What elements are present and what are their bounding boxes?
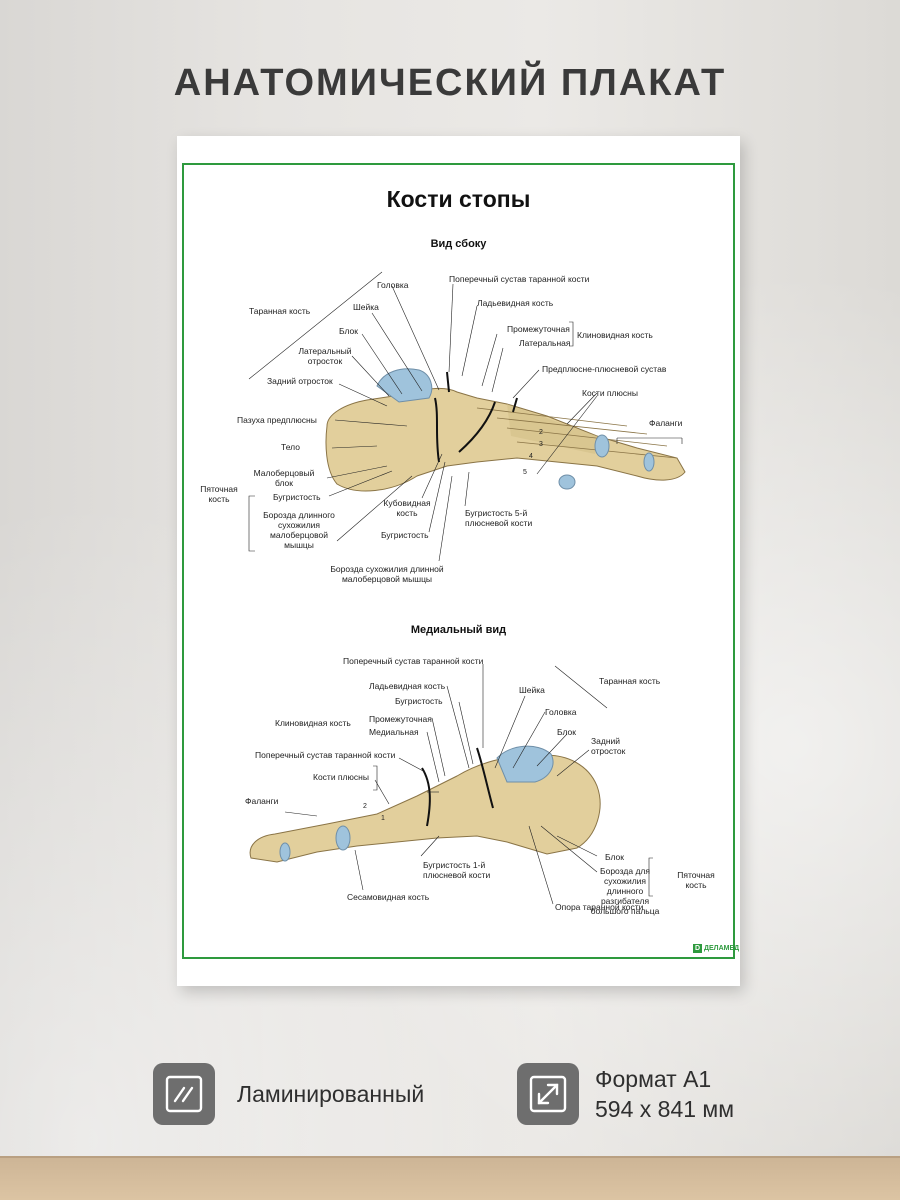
lat-neck-label: Шейка	[353, 302, 379, 312]
svg-text:3: 3	[539, 441, 543, 448]
lat-calcaneus-label: Пяточная кость	[200, 484, 238, 504]
wooden-floor	[0, 1158, 900, 1200]
svg-text:4: 4	[529, 453, 533, 460]
lat-cuboid-label: Кубовидная кость	[383, 498, 431, 518]
lat-body-label: Тело	[281, 442, 300, 452]
med-talus-label: Таранная кость	[599, 676, 661, 686]
poster-green-frame	[182, 163, 735, 959]
lat-lateral-label: Латеральная	[519, 338, 571, 348]
publisher-logo-text: ДЕЛАМЕД	[704, 945, 740, 952]
med-calcaneus-label: Пяточная кость	[677, 870, 715, 890]
medial-foot-bones: 2 1	[249, 745, 601, 863]
medial-foot-illustration: 2 1	[249, 664, 653, 905]
med-metatarsals-label: Кости плюсны	[313, 772, 369, 782]
lat-cuneiform-label: Клиновидная кость	[577, 330, 653, 340]
format-line-2: 594 x 841 мм	[595, 1096, 735, 1122]
laminated-text: Ламинированный	[237, 1081, 425, 1107]
lat-sinus-tarsi-label: Пазуха предплюсны	[237, 415, 317, 425]
med-transverse-joint-label: Поперечный сустав таранной кости	[255, 750, 396, 760]
med-navicular-label: Ладьевидная кость	[369, 681, 446, 691]
feature-laminated: Ламинированный	[153, 1063, 424, 1125]
med-trochlea-label: Блок	[557, 727, 576, 737]
lat-lateral-process-label: Латеральный отросток	[298, 346, 352, 366]
lat-tarsometatarsal-label: Предплюсне-плюсневой сустав	[542, 364, 667, 374]
med-medial-label: Медиальная	[369, 727, 419, 737]
med-sesamoid-label: Сесамовидная кость	[347, 892, 430, 902]
med-intermediate-label: Промежуточная	[369, 714, 432, 724]
lat-groove-tendon-label: Борозда сухожилия длинной малоберцовой м…	[330, 564, 444, 584]
lat-phalanges-label: Фаланги	[649, 418, 683, 428]
medial-leader-lines	[284, 664, 653, 905]
lat-peroneal-trochlea-label: Малоберцовый блок	[253, 468, 315, 488]
med-tuberosity1-label: Бугристость 1-й плюсневой кости	[423, 860, 491, 880]
med-cuneiform-label: Клиновидная кость	[275, 718, 351, 728]
lat-tuberosity2-label: Бугристость	[381, 530, 429, 540]
lat-groove-peroneus-label: Борозда длинного сухожилия малоберцовой …	[263, 510, 335, 550]
lat-tuberosity-label: Бугристость	[273, 492, 321, 502]
lat-intermediate-label: Промежуточная	[507, 324, 570, 334]
med-transverse-joint-top-label: Поперечный сустав таранной кости	[343, 656, 484, 666]
med-neck-label: Шейка	[519, 685, 545, 695]
logo-mark-icon: D	[693, 944, 702, 953]
lat-navicular-label: Ладьевидная кость	[477, 298, 554, 308]
lat-posterior-process-label: Задний отросток	[267, 376, 333, 386]
lat-tuberosity5-label: Бугристость 5-й плюсневой кости	[465, 508, 533, 528]
laminated-icon	[153, 1063, 215, 1125]
med-phalanges-label: Фаланги	[245, 796, 279, 806]
lat-trochlea-label: Блок	[339, 326, 358, 336]
lateral-leader-lines	[248, 271, 683, 562]
poster: Кости стопы Вид сбоку 2 3 4 5	[177, 136, 740, 986]
svg-text:2: 2	[363, 803, 367, 810]
svg-text:2: 2	[539, 429, 543, 436]
med-trochlea2-label: Блок	[605, 852, 624, 862]
poster-title: Кости стопы	[386, 186, 531, 212]
lateral-view-heading: Вид сбоку	[430, 238, 487, 250]
lat-metatarsals-label: Кости плюсны	[582, 388, 638, 398]
feature-format: Формат А1 594 x 841 мм	[517, 1063, 734, 1125]
resize-icon	[517, 1063, 579, 1125]
lateral-foot-bones: 2 3 4 5	[325, 368, 686, 492]
med-tuberosity-label: Бугристость	[395, 696, 443, 706]
medial-view-heading: Медиальный вид	[410, 624, 507, 636]
lat-talus-label: Таранная кость	[249, 306, 311, 316]
lateral-foot-illustration: 2 3 4 5	[248, 271, 686, 562]
med-posterior-process-label: Задний отросток	[591, 736, 626, 756]
format-text: Формат А1 594 x 841 мм	[595, 1064, 734, 1124]
med-head-label: Головка	[545, 707, 577, 717]
format-line-1: Формат А1	[595, 1066, 712, 1092]
svg-text:1: 1	[381, 815, 385, 822]
svg-text:5: 5	[523, 469, 527, 476]
med-sustentaculum-label: Опора таранной кости	[555, 902, 644, 912]
page-headline: АНАТОМИЧЕСКИЙ ПЛАКАТ	[173, 62, 727, 104]
lat-transverse-joint-label: Поперечный сустав таранной кости	[449, 274, 590, 284]
floor-edge	[0, 1156, 900, 1159]
lat-head-label: Головка	[377, 280, 409, 290]
med-groove-hallucis-label: Борозда для сухожилия длинного разгибате…	[590, 866, 660, 916]
